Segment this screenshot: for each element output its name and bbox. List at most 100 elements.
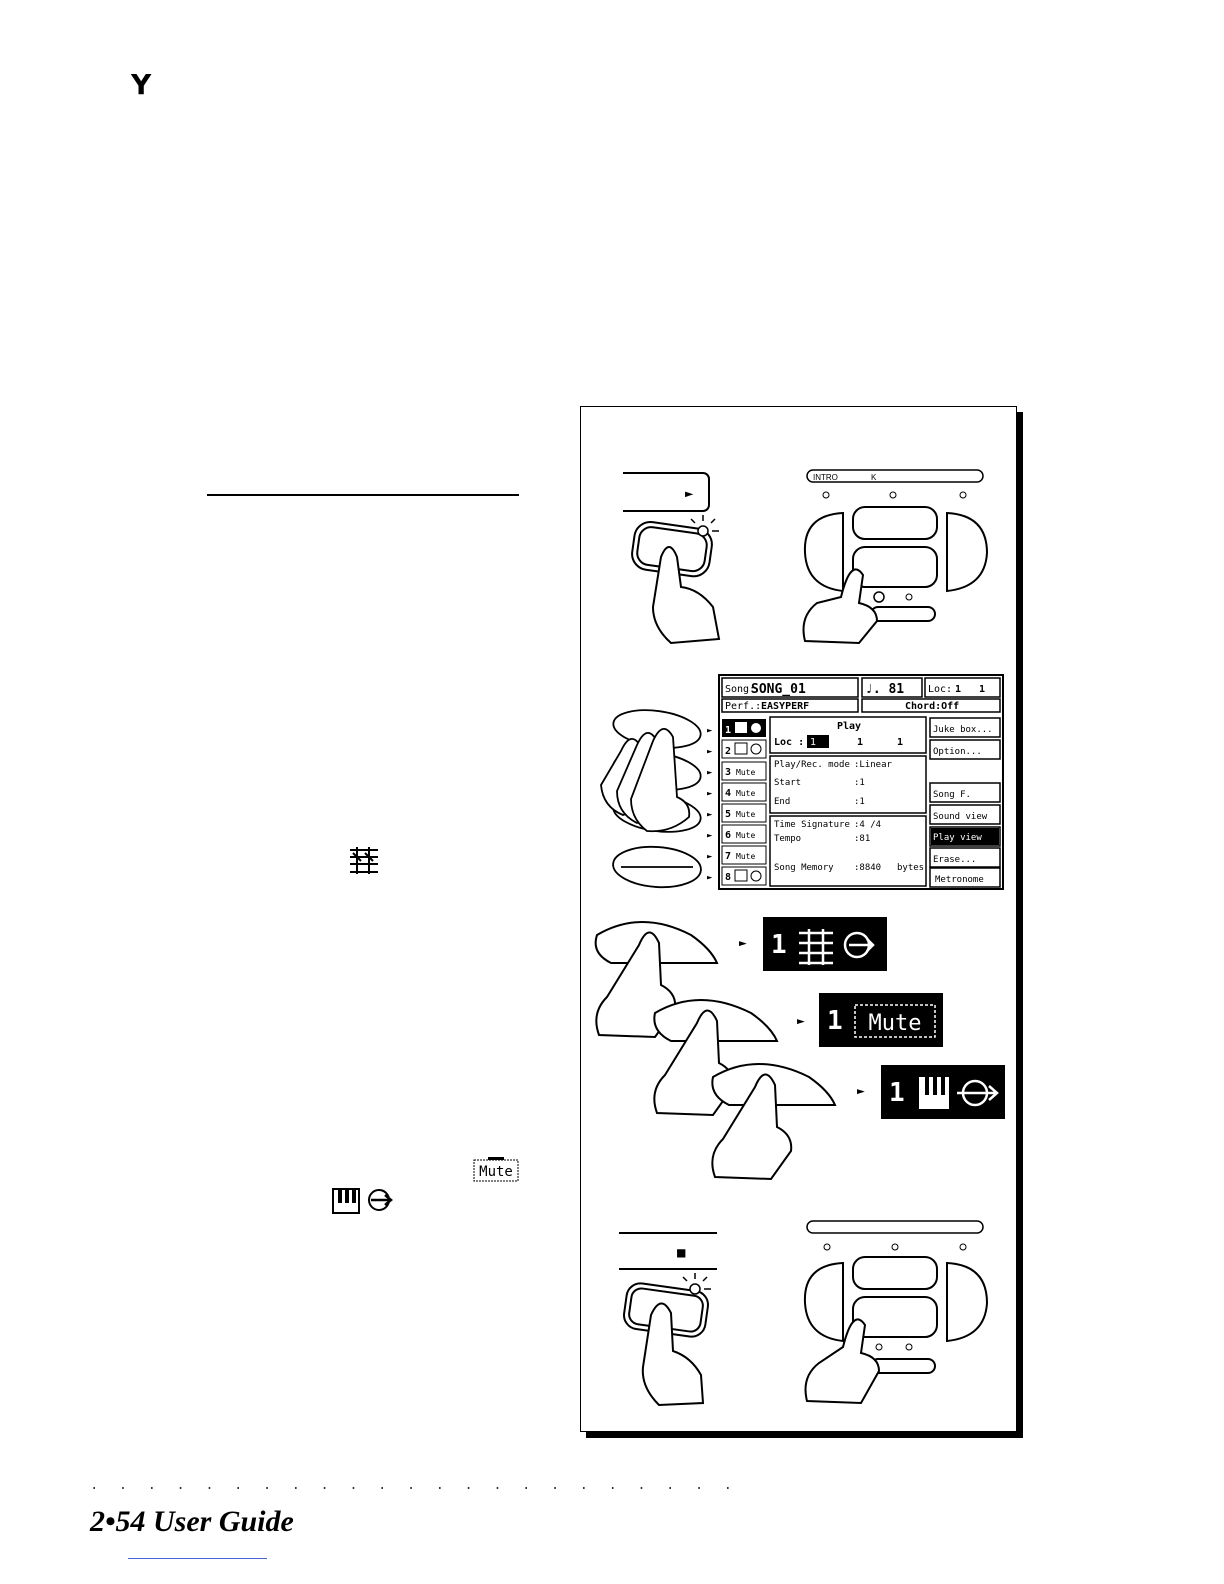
memory-value: :8840 bbox=[854, 863, 881, 873]
chord-status: Chord:Off bbox=[905, 701, 959, 712]
row-value-mode: :Linear bbox=[854, 760, 893, 770]
tempo-value: ♩. 81 bbox=[865, 682, 904, 697]
pointing-hand-icon bbox=[804, 1318, 881, 1405]
track-buttons bbox=[600, 709, 702, 889]
variation-panel: INTRO K bbox=[802, 469, 989, 645]
menu-juke-box: Juke box... bbox=[933, 725, 993, 735]
menu-erase: Erase... bbox=[933, 855, 976, 865]
loc-value-2: 1 bbox=[979, 684, 985, 695]
svg-text:►: ► bbox=[707, 768, 713, 778]
svg-text:3: 3 bbox=[725, 767, 731, 778]
play-loc-label: Loc : bbox=[774, 737, 804, 748]
row-label-mode: Play/Rec. mode bbox=[774, 760, 850, 770]
svg-text:1: 1 bbox=[725, 725, 731, 736]
row-label-start: Start bbox=[774, 778, 801, 788]
svg-text:8: 8 bbox=[725, 872, 731, 883]
callout-3: ► 1 bbox=[857, 1065, 1005, 1119]
row-value-start: :1 bbox=[854, 778, 865, 788]
svg-text:►: ► bbox=[707, 747, 713, 757]
svg-text:7: 7 bbox=[725, 851, 731, 862]
row-label-end: End bbox=[774, 797, 790, 807]
time-sig-label: Time Signature bbox=[774, 820, 850, 830]
svg-text:6: 6 bbox=[725, 830, 731, 841]
svg-text:1: 1 bbox=[827, 1006, 843, 1036]
section-rule bbox=[207, 494, 519, 496]
menu-play-view: Play view bbox=[933, 833, 982, 843]
loc-label: Loc: bbox=[928, 684, 952, 695]
play-title: Play bbox=[837, 721, 861, 732]
instruction-figure: ► INTRO K bbox=[580, 406, 1017, 1432]
intro-label: INTRO bbox=[813, 473, 838, 482]
menu-option: Option... bbox=[933, 747, 982, 757]
variation-panel-bottom bbox=[803, 1220, 989, 1405]
svg-text:►: ► bbox=[707, 852, 713, 862]
svg-text:Mute: Mute bbox=[736, 810, 755, 819]
track-2: ►2 bbox=[707, 739, 767, 759]
led-light-icon bbox=[682, 1273, 711, 1295]
svg-text:Mute: Mute bbox=[736, 768, 755, 777]
track-1: ►1 bbox=[707, 719, 766, 737]
svg-text:►: ► bbox=[797, 1014, 805, 1029]
svg-text:5: 5 bbox=[725, 809, 731, 820]
svg-text:Mute: Mute bbox=[736, 852, 755, 861]
tempo-row-value: :81 bbox=[854, 834, 870, 844]
mute-icon-label: Mute bbox=[479, 1164, 513, 1180]
stop-symbol: ■ bbox=[677, 1245, 686, 1261]
svg-text:►: ► bbox=[707, 726, 713, 736]
stop-button-panel: ■ bbox=[619, 1232, 717, 1407]
mute-icon: Mute bbox=[473, 1156, 519, 1187]
row-value-end: :1 bbox=[854, 797, 865, 807]
footer-dots: . . . . . . . . . . . . . . . . . . . . … bbox=[90, 1478, 739, 1494]
pointing-hand-icon bbox=[651, 546, 721, 645]
svg-text:Mute: Mute bbox=[869, 1011, 922, 1036]
svg-text:►: ► bbox=[857, 1084, 865, 1099]
track-3: ► 3 Mute bbox=[707, 761, 767, 781]
menu-metronome: Metronome bbox=[935, 875, 984, 885]
tempo-label: Tempo bbox=[774, 834, 801, 844]
svg-text:►: ► bbox=[707, 789, 713, 799]
footer-title: 2•54 User Guide bbox=[90, 1505, 294, 1538]
track-7: ► 7 Mute bbox=[707, 845, 767, 865]
memory-label: Song Memory bbox=[774, 863, 834, 873]
piano-midi-icon bbox=[331, 1186, 397, 1221]
pointing-hand-icon bbox=[711, 1073, 793, 1181]
track-8: ►8 bbox=[707, 866, 767, 886]
track-5: ► 5 Mute bbox=[707, 803, 767, 823]
svg-text:2: 2 bbox=[725, 746, 731, 757]
svg-text:►: ► bbox=[739, 936, 747, 951]
song-label: Song: bbox=[725, 684, 755, 695]
time-sig-value: :4 /4 bbox=[854, 820, 881, 830]
start-button-panel: ► bbox=[623, 472, 721, 645]
track-6: ► 6 Mute bbox=[707, 824, 767, 844]
song-name: SONG_01 bbox=[751, 682, 806, 697]
play-symbol: ► bbox=[685, 486, 694, 502]
pointing-hand-icon bbox=[641, 1302, 705, 1407]
style-track-icon bbox=[347, 845, 381, 881]
pointing-hand-icon bbox=[595, 931, 677, 1039]
corner-mark: Y bbox=[131, 68, 152, 101]
pointing-hand-icon bbox=[802, 568, 879, 645]
svg-text:Mute: Mute bbox=[736, 789, 755, 798]
svg-text:Mute: Mute bbox=[736, 831, 755, 840]
menu-song-f: Song F. bbox=[933, 790, 971, 800]
svg-text:1: 1 bbox=[889, 1078, 905, 1108]
memory-unit: bytes bbox=[897, 863, 924, 873]
callout-1: ► 1 bbox=[739, 917, 887, 971]
svg-text:►: ► bbox=[707, 831, 713, 841]
menu-sound-view: Sound view bbox=[933, 812, 988, 822]
svg-text:1: 1 bbox=[771, 930, 787, 960]
play-loc-value-3: 1 bbox=[897, 737, 903, 748]
track-4: ► 4 Mute bbox=[707, 782, 767, 802]
led-light-icon bbox=[690, 515, 719, 537]
display-screen: Song: SONG_01 ♩. 81 Loc: 1 1 Perf.: EASY… bbox=[707, 674, 1004, 890]
play-loc-value-1: 1 bbox=[810, 737, 816, 748]
perf-label: Perf.: bbox=[725, 701, 761, 712]
perf-name: EASYPERF bbox=[761, 701, 809, 712]
step3-buttons bbox=[594, 921, 837, 1181]
svg-text:4: 4 bbox=[725, 788, 731, 799]
svg-text:►: ► bbox=[707, 810, 713, 820]
loc-value-1: 1 bbox=[955, 684, 961, 695]
footer-underline bbox=[128, 1558, 267, 1559]
k-label: K bbox=[871, 473, 877, 482]
